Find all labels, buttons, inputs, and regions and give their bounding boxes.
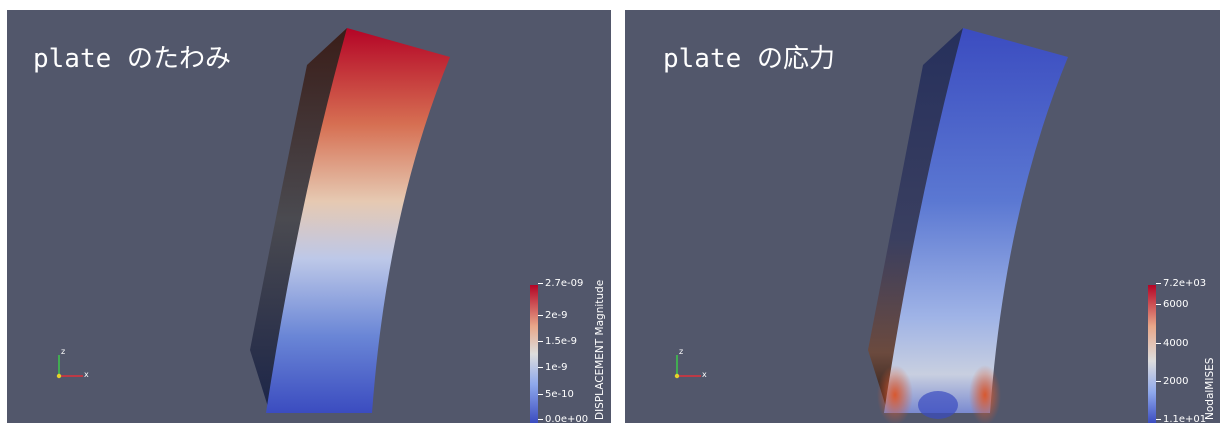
colorbar-tick: 2000	[1156, 376, 1188, 387]
z-axis-label: z	[61, 347, 66, 356]
colorbar	[1148, 285, 1156, 423]
view-title: plate のたわみ	[33, 38, 231, 75]
colorbar-tick: 5e-10	[538, 389, 574, 400]
colorbar	[530, 285, 538, 423]
plate-deflection-mesh	[250, 28, 450, 413]
colorbar-tick: 1e-9	[538, 362, 568, 373]
colorbar-tick: 7.2e+03	[1156, 278, 1206, 289]
orientation-axes: z x	[51, 347, 91, 383]
plate-stress-mesh	[868, 28, 1068, 423]
colorbar-tick: 2.7e-09	[538, 278, 583, 289]
view-title: plate の応力	[663, 38, 835, 75]
title-word: plate	[663, 44, 742, 74]
colorbar-tick: 1.1e+01	[1156, 414, 1206, 423]
x-axis-label: x	[702, 370, 707, 379]
orientation-axes: z x	[669, 347, 709, 383]
title-word: plate	[33, 44, 112, 74]
stress-viewport[interactable]: plate の応力 z x 7.2e+03 6000 4000 2000 1.1…	[625, 10, 1220, 423]
title-text: のたわみ	[126, 44, 231, 74]
colorbar-title: DISPLACEMENT Magnitude	[594, 279, 606, 420]
colorbar-tick: 2e-9	[538, 310, 568, 321]
z-axis-label: z	[679, 347, 684, 356]
title-text: の応力	[756, 44, 835, 74]
colorbar-tick: 0.0e+00	[538, 414, 588, 423]
displacement-viewport[interactable]: plate のたわみ z x 2.7e-09 2e-9 1.5e-9 1e-9 …	[7, 10, 611, 423]
colorbar-title: NodalMISES	[1204, 357, 1216, 420]
colorbar-tick: 1.5e-9	[538, 336, 577, 347]
colorbar-tick: 4000	[1156, 338, 1188, 349]
colorbar-tick: 6000	[1156, 299, 1188, 310]
x-axis-label: x	[84, 370, 89, 379]
